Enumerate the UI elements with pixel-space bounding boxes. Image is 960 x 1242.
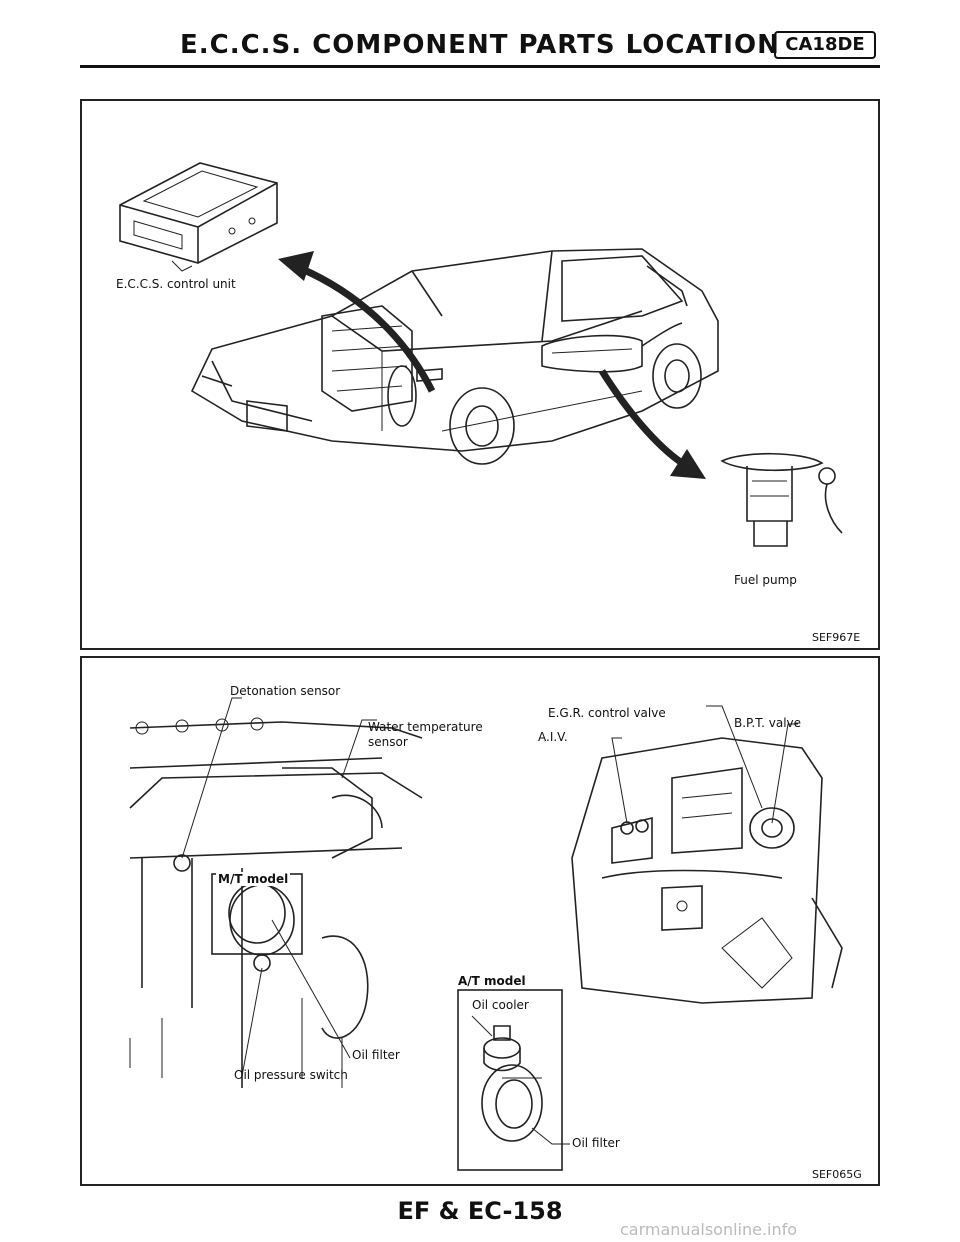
right-engine-drawing: [571, 737, 843, 1004]
vehicle-location-panel: E.C.C.S. control unit Fuel pump SEF967E: [80, 99, 880, 650]
oil-pressure-switch-label: Oil pressure switch: [234, 1068, 348, 1082]
aiv-label: A.I.V.: [538, 730, 568, 744]
figure-code-bottom: SEF065G: [812, 1168, 862, 1181]
left-engine-drawing: [129, 717, 423, 1088]
fuel-pump-label: Fuel pump: [734, 573, 797, 587]
oil-cooler-label: Oil cooler: [472, 998, 529, 1012]
egr-control-valve-label: E.G.R. control valve: [548, 706, 666, 720]
control-unit-drawing: [119, 162, 278, 272]
water-temp-sensor-label-2: sensor: [368, 735, 408, 749]
control-unit-label: E.C.C.S. control unit: [116, 277, 236, 291]
page-number: EF & EC-158: [397, 1197, 563, 1225]
water-temp-sensor-label-1: Water temperature: [368, 720, 483, 734]
engine-illustration: [129, 697, 843, 1171]
mt-model-label: M/T model: [216, 872, 291, 886]
engine-code-badge: CA18DE: [774, 31, 876, 59]
oil-filter-right-label: Oil filter: [572, 1136, 620, 1150]
oil-filter-left-label: Oil filter: [352, 1048, 400, 1062]
watermark-text: carmanualsonline.info: [620, 1220, 798, 1239]
oil-cooler-drawing: [481, 1025, 543, 1142]
bpt-valve-label: B.P.T. valve: [734, 716, 802, 730]
vehicle-illustration: [119, 162, 843, 547]
header-rule: [80, 65, 880, 68]
figure-code-top: SEF967E: [812, 631, 861, 644]
detonation-sensor-label: Detonation sensor: [230, 684, 341, 698]
engine-location-panel: Detonation sensor Water temperature sens…: [80, 656, 880, 1186]
fuel-pump-drawing: [720, 452, 843, 547]
at-model-label: A/T model: [458, 974, 526, 988]
at-model-box: [457, 989, 563, 1171]
page-title: E.C.C.S. COMPONENT PARTS LOCATION: [180, 30, 780, 60]
car-body-drawing: [190, 248, 719, 465]
